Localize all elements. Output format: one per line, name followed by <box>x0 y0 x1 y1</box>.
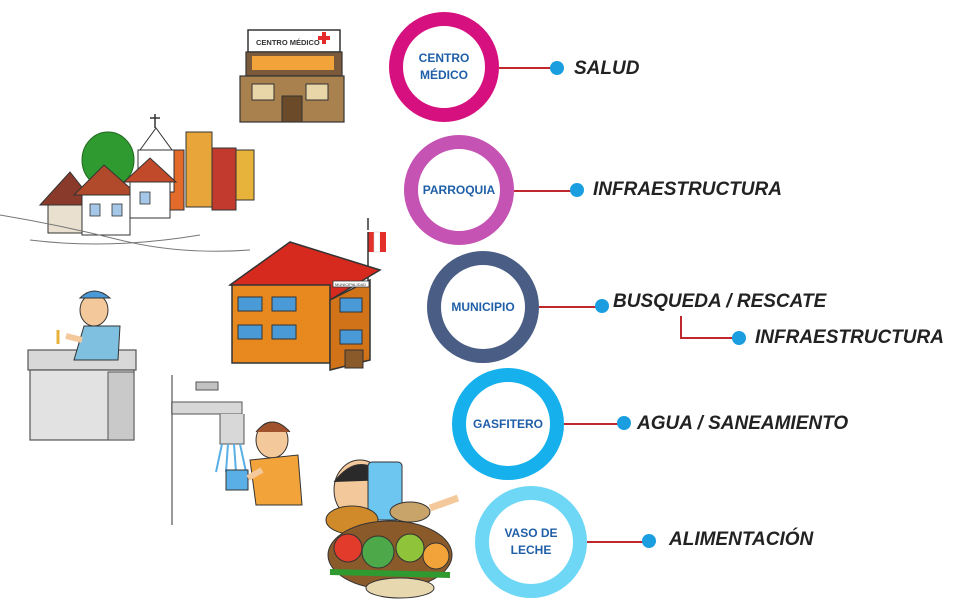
connector-line <box>680 316 682 338</box>
category-salud: SALUD <box>574 58 640 79</box>
clinic-sign-text: CENTRO MÉDICO <box>256 38 320 47</box>
connector-dot <box>642 534 656 548</box>
node-vaso-de-leche: VASO DE LECHE <box>475 486 587 598</box>
node-municipio: MUNICIPIO <box>427 251 539 363</box>
food-basket-illustration <box>325 459 460 599</box>
faucet-child-illustration <box>171 375 303 525</box>
node-label: PARROQUIA <box>422 182 496 197</box>
node-label: CENTRO MÉDICO <box>418 51 470 82</box>
connector-line <box>539 306 601 308</box>
connector-line <box>564 423 624 425</box>
connector-dot <box>595 299 609 313</box>
category-infraestructura-sub: INFRAESTRUCTURA <box>755 327 944 348</box>
category-alimentacion: ALIMENTACIÓN <box>669 529 814 550</box>
node-label: VASO DE LECHE <box>504 526 558 557</box>
node-parroquia: PARROQUIA <box>404 135 514 245</box>
worker-at-sink-illustration <box>27 290 137 441</box>
parish-town-illustration <box>0 114 255 252</box>
category-busqueda-rescate: BUSQUEDA / RESCATE <box>613 291 827 312</box>
node-label: GASFITERO <box>472 416 543 431</box>
connector-dot <box>550 61 564 75</box>
town-hall-sign-text: MUNICIPALIDAD <box>335 282 366 287</box>
medical-center-illustration: CENTRO MÉDICO <box>239 29 345 123</box>
connector-line <box>680 337 736 339</box>
connector-line <box>514 190 574 192</box>
node-label: MUNICIPIO <box>451 299 515 314</box>
connector-dot <box>570 183 584 197</box>
connector-dot <box>617 416 631 430</box>
medical-cross-icon <box>318 32 330 44</box>
category-infraestructura: INFRAESTRUCTURA <box>593 179 782 200</box>
node-centro-medico: CENTRO MÉDICO <box>389 12 499 122</box>
node-gasfitero: GASFITERO <box>452 368 564 480</box>
connector-line <box>499 67 555 69</box>
town-hall-illustration: MUNICIPALIDAD <box>228 218 386 371</box>
connector-line <box>587 541 649 543</box>
connector-dot <box>732 331 746 345</box>
category-agua-saneamiento: AGUA / SANEAMIENTO <box>637 413 849 434</box>
